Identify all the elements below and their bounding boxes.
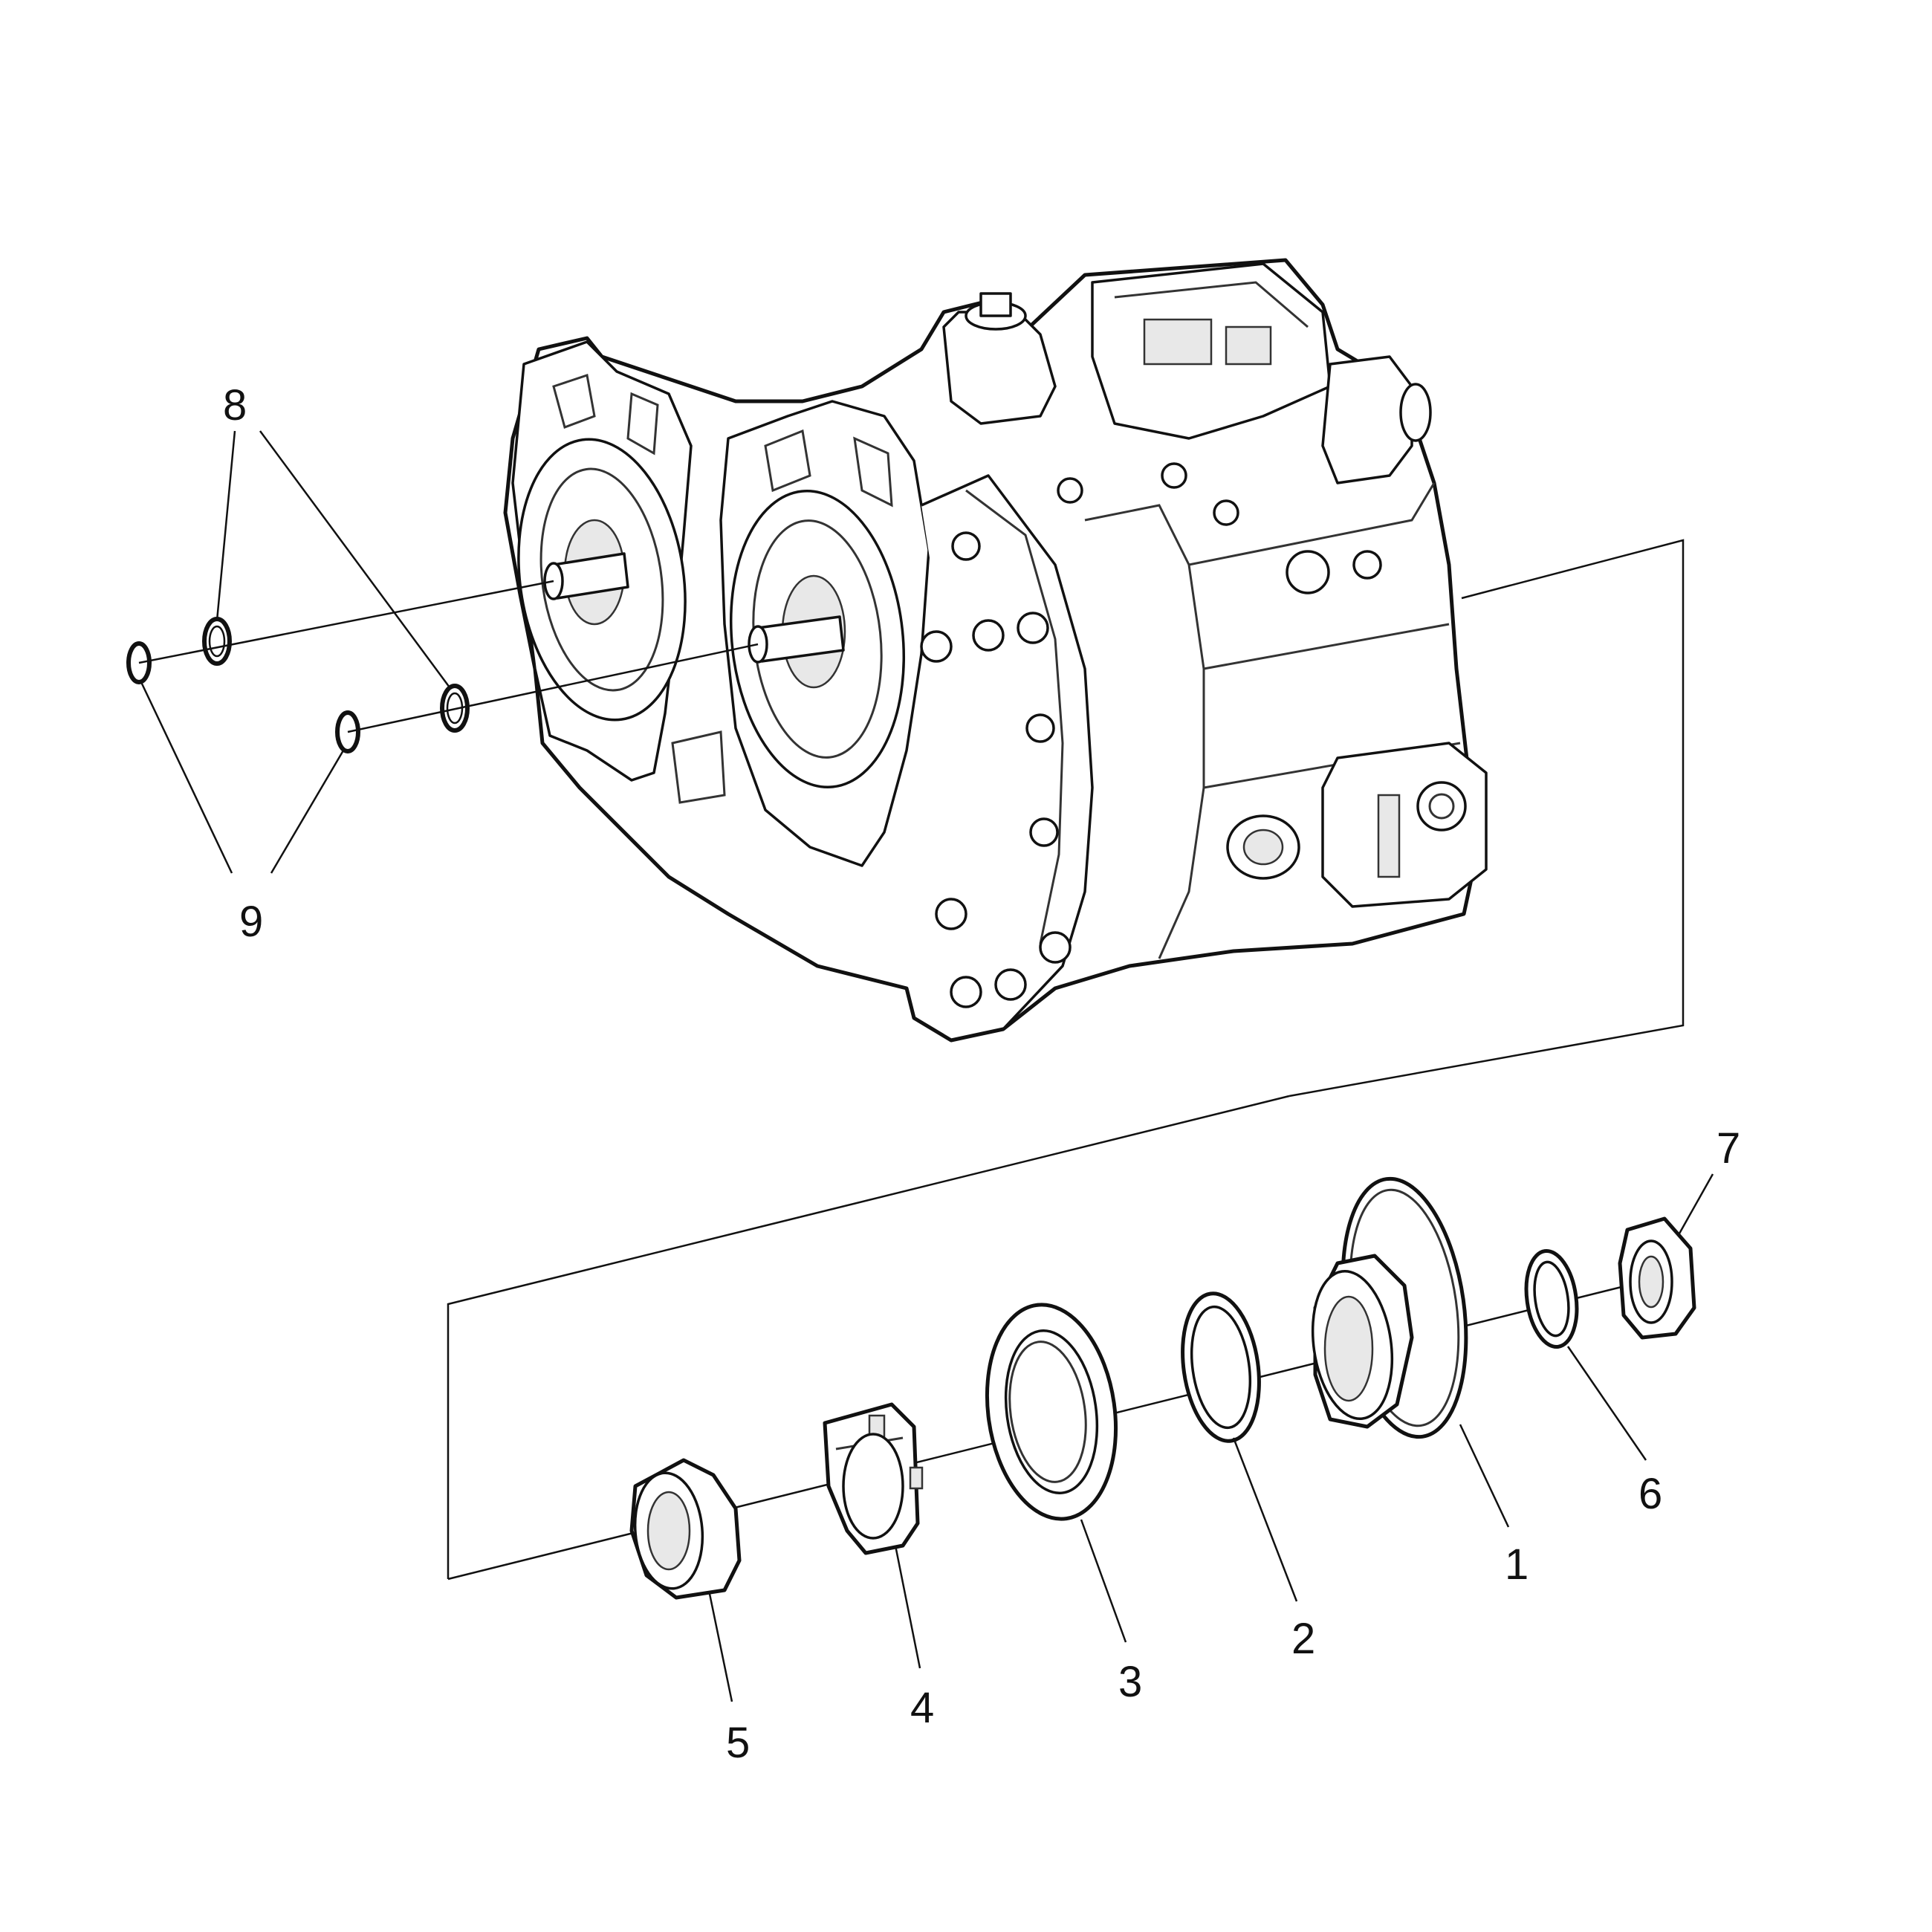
callout-3: 3 — [1118, 1658, 1142, 1706]
actuator-motor — [1321, 355, 1432, 484]
part-5-collar — [629, 1458, 742, 1600]
callout-7: 7 — [1717, 1124, 1740, 1173]
part-4-retainer — [823, 1402, 924, 1555]
control-module — [1091, 262, 1332, 440]
callout-1: 1 — [1505, 1540, 1529, 1589]
callout-5: 5 — [726, 1719, 750, 1767]
housing-bolts — [920, 462, 1382, 1008]
callout-9: 9 — [239, 898, 263, 946]
o-ring-9-upper — [126, 641, 152, 684]
part-3-seal — [985, 1303, 1118, 1521]
oil-filter-cap — [942, 292, 1057, 425]
part-1-flange — [1311, 1176, 1468, 1439]
side-control-unit — [1321, 742, 1488, 908]
callout-2: 2 — [1291, 1615, 1315, 1663]
callout-4: 4 — [910, 1684, 934, 1732]
callout-6: 6 — [1638, 1470, 1662, 1518]
part-7-nut — [1618, 1216, 1696, 1340]
part-6-ring — [1524, 1248, 1579, 1349]
seal-ring-8-upper — [202, 617, 232, 666]
part-2-ring — [1181, 1291, 1261, 1443]
o-ring-9-lower — [335, 710, 360, 753]
transmission-housing — [503, 258, 1488, 1043]
callout-8: 8 — [223, 381, 247, 429]
